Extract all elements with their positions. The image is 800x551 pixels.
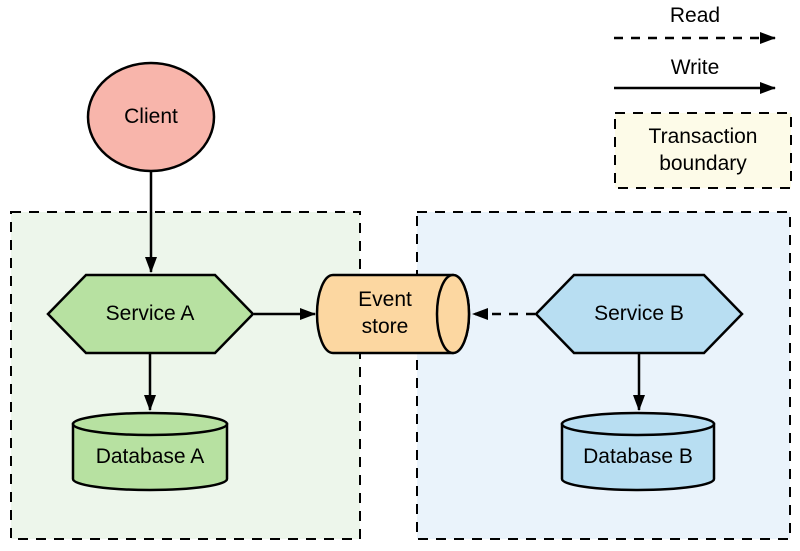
event-store-label: Event store [358,288,412,338]
legend-transaction-boundary-label: Transaction boundary [648,125,758,175]
database-a-node [71,422,229,492]
database-b-top [560,411,716,437]
database-a-label: Database A [95,445,205,468]
legend-transaction-boundary-box [614,112,792,189]
database-a-top [71,411,229,437]
database-b-node [560,422,716,492]
legend-write-label: Write [670,56,720,79]
client-label: Client [124,105,178,128]
client-node [86,61,216,173]
legend-read-label: Read [669,4,721,27]
service-b-node [534,273,744,355]
service-b-label: Service B [594,302,684,325]
event-store-cap [435,273,471,355]
service-a-label: Service A [105,302,195,325]
service-a-node [46,273,255,355]
database-b-label: Database B [583,445,693,468]
